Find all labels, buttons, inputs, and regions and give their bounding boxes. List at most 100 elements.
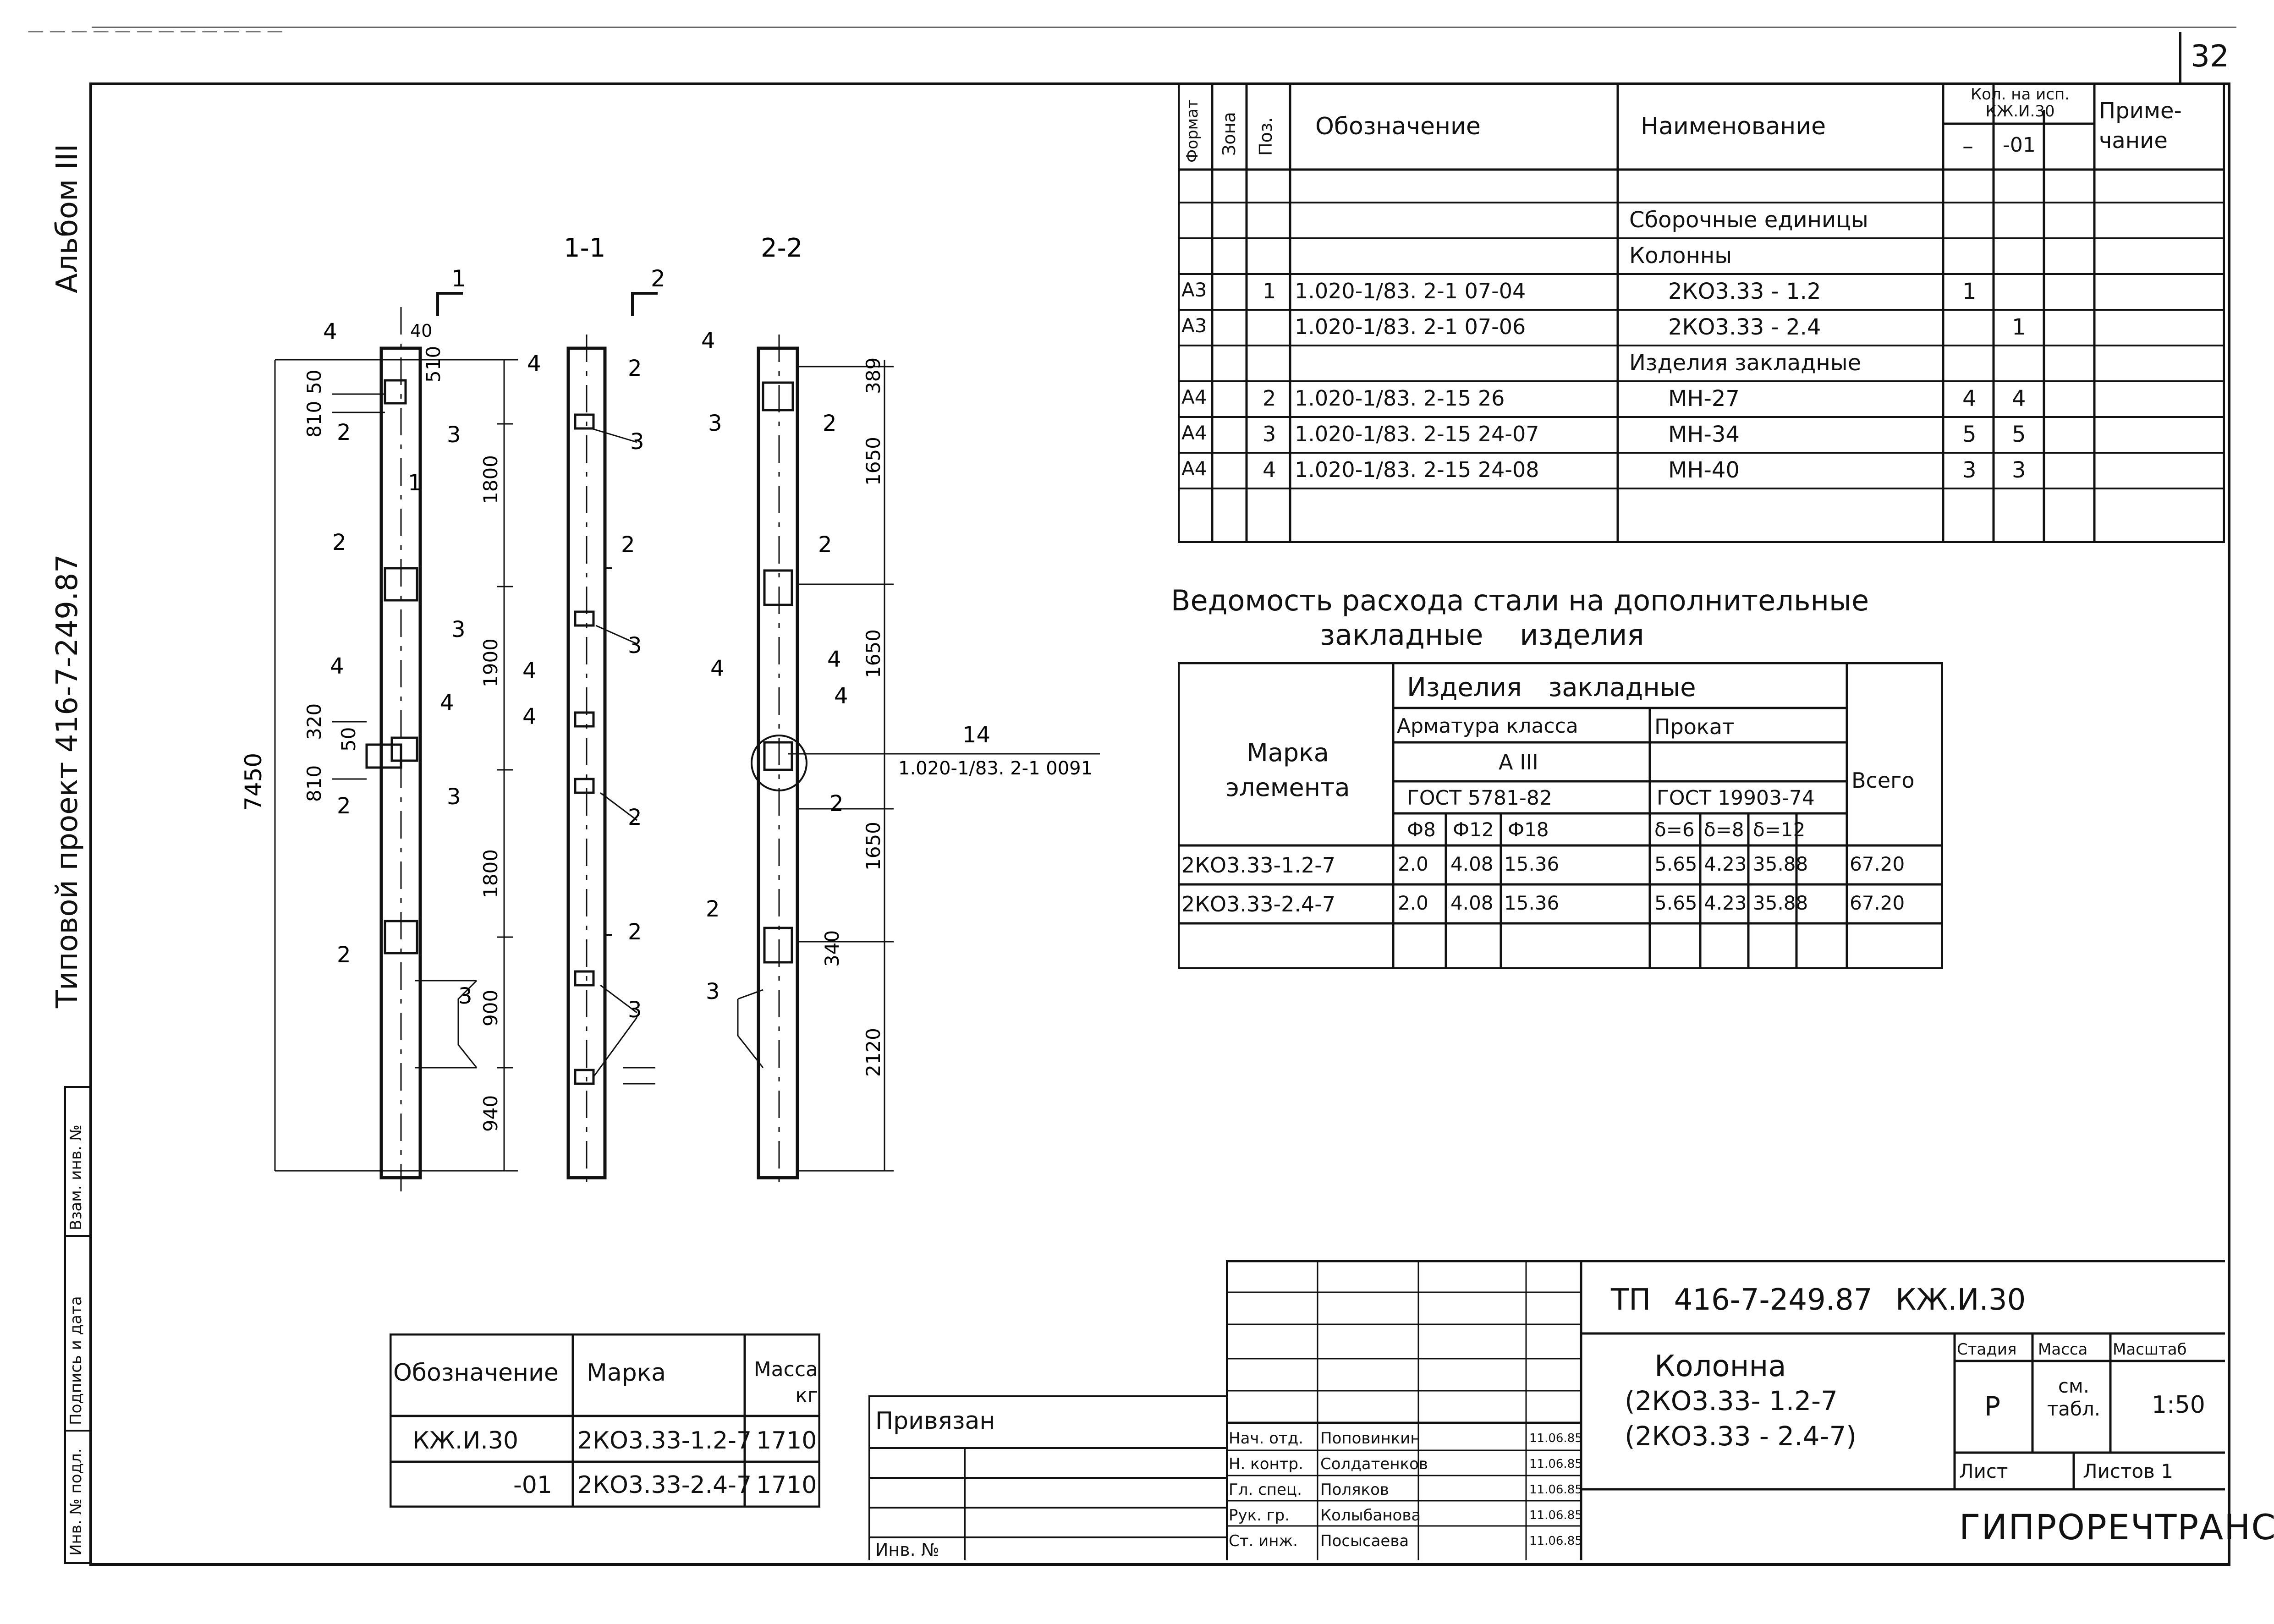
tb-person-role: Гл. спец. xyxy=(1229,1481,1302,1499)
pos-label: 2 xyxy=(628,919,642,945)
steel-cell-value: 4.23 xyxy=(1704,853,1747,875)
stamp-sign: Подпись и дата xyxy=(67,1296,85,1425)
mass-r1-designation: -01 xyxy=(513,1471,552,1499)
spec-cell-format: А3 xyxy=(1181,314,1207,337)
steel-cell-mark: 2КО3.33-1.2-7 xyxy=(1181,853,1336,878)
section-2-top: 2 xyxy=(651,265,665,292)
pos-label: 4 xyxy=(522,658,537,684)
pos-label: 3 xyxy=(447,422,461,448)
steel-sub-5: δ=12 xyxy=(1753,818,1806,841)
steel-cell-value: 4.08 xyxy=(1450,892,1494,914)
pos-label: 2 xyxy=(621,532,635,558)
column-elevation xyxy=(274,307,518,1191)
tb-person-role: Нач. отд. xyxy=(1229,1429,1304,1448)
steel-h-total: Всего xyxy=(1851,768,1915,793)
mass-r0-designation: КЖ.И.30 xyxy=(412,1427,519,1454)
top-rule xyxy=(92,27,2236,28)
steel-h-items: Изделия закладные xyxy=(1407,673,1696,702)
title-grid xyxy=(1226,1260,2225,1560)
steel-sub-0: Ф8 xyxy=(1407,818,1436,841)
spec-cell-designation: 1.020-1/83. 2-1 07-06 xyxy=(1295,314,1526,339)
pos-label: 2 xyxy=(332,530,346,555)
steel-h-rebar: Арматура класса xyxy=(1397,714,1578,738)
spec-cell-name: МН-34 xyxy=(1668,422,1740,447)
pos-label: 4 xyxy=(330,653,344,679)
bind-block: Привязан Инв. № xyxy=(868,1395,1226,1560)
dim-col1: 1800 xyxy=(479,455,502,504)
mass-r1-mass: 1710 xyxy=(756,1471,817,1499)
spec-cell-name: 2КО3.33 - 2.4 xyxy=(1668,314,1821,340)
steel-table: Марка элемента Изделия закладные Арматур… xyxy=(1178,662,1943,969)
steel-h-class: А III xyxy=(1499,750,1538,774)
steel-cell-value: 35.88 xyxy=(1753,892,1808,914)
tb-mass: см. табл. xyxy=(2047,1375,2101,1421)
steel-sub-4: δ=8 xyxy=(1704,818,1744,841)
pos-label: 4 xyxy=(527,351,541,377)
tb-code: ТП 416-7-249.87 КЖ.И.30 xyxy=(1611,1283,2026,1317)
pos-label: 2 xyxy=(628,805,642,830)
spec-cell-qty-b: 4 xyxy=(2012,386,2026,411)
mass-r0-mark: 2КО3.33-1.2-7 xyxy=(577,1427,752,1454)
steel-cell-value: 2.0 xyxy=(1398,892,1428,914)
mass-grid xyxy=(390,1333,820,1508)
steel-h-gost1: ГОСТ 5781-82 xyxy=(1407,786,1552,810)
tb-person-date: 11.06.85 xyxy=(1529,1432,1582,1445)
tb-mass-h: Масса xyxy=(2038,1340,2088,1359)
spec-cell-designation: 1.020-1/83. 2-15 24-08 xyxy=(1295,457,1539,482)
mass-table: Обозначение Марка Масса кг КЖ.И.30 2КО3.… xyxy=(390,1333,820,1508)
spec-h-format: Формат xyxy=(1183,99,1202,163)
spec-cell-name: МН-40 xyxy=(1668,457,1740,483)
section-marks xyxy=(436,292,658,316)
sheet-frame xyxy=(89,82,2230,1566)
spec-cell-qty-a: 1 xyxy=(1962,279,1977,304)
mass-h-designation: Обозначение xyxy=(393,1359,559,1387)
steel-grid xyxy=(1178,662,1943,969)
tb-person-name: Колыбанова xyxy=(1320,1506,1421,1525)
pos-label: 2 xyxy=(628,356,642,381)
view-label-1: 1-1 xyxy=(564,233,605,263)
steel-cell-value: 4.08 xyxy=(1450,853,1494,875)
column-section-2-2 xyxy=(737,335,1100,1191)
pos-label: 4 xyxy=(440,690,454,716)
dim-col1: 50 xyxy=(303,370,325,394)
steel-cell-value: 67.20 xyxy=(1850,892,1905,914)
spec-h-zone: Зона xyxy=(1219,112,1239,156)
spec-cell-qty-b: 1 xyxy=(2012,314,2026,340)
spec-h-qty-a: – xyxy=(1962,133,1973,159)
mass-r1-mark: 2КО3.33-2.4-7 xyxy=(577,1471,752,1499)
spec-h-name: Наименование xyxy=(1641,113,1826,140)
dim-col1: 900 xyxy=(479,990,502,1026)
node-ref-code: 1.020-1/83. 2-1 0091 xyxy=(898,758,1093,779)
dim-col1: 510 xyxy=(422,346,445,383)
overall-height: 7450 xyxy=(240,753,267,811)
spec-cell-name: Изделия закладные xyxy=(1629,350,1862,376)
spec-cell-pos: 2 xyxy=(1263,386,1276,411)
column-drawing: 1-1 2-2 1 1 2 2 7450 14 1.020-1/83. 2-1 … xyxy=(240,233,1100,1191)
steel-sub-2: Ф18 xyxy=(1508,818,1549,841)
spec-cell-qty-b: 3 xyxy=(2012,457,2026,483)
steel-cell-value: 5.65 xyxy=(1654,853,1697,875)
dim-col1: 320 xyxy=(303,703,325,740)
steel-cell-value: 15.36 xyxy=(1504,892,1560,914)
tb-scale-h: Масштаб xyxy=(2113,1340,2187,1359)
section-1-top: 1 xyxy=(451,265,466,292)
spec-h-designation: Обозначение xyxy=(1315,113,1481,140)
spec-cell-qty-a: 5 xyxy=(1962,422,1977,447)
dim-col1: 1900 xyxy=(479,638,502,687)
dim-col1: 50 xyxy=(337,727,360,752)
dim-col1: 1800 xyxy=(479,849,502,898)
node-ref-num: 14 xyxy=(962,722,990,748)
bind-inv: Инв. № xyxy=(875,1540,939,1560)
pos-label: 3 xyxy=(628,633,642,658)
tb-person-role: Ст. инж. xyxy=(1229,1532,1298,1550)
tb-person-date: 11.06.85 xyxy=(1529,1457,1582,1471)
steel-h-mark: Марка элемента xyxy=(1225,738,1350,802)
spec-h-pos: Поз. xyxy=(1256,117,1276,156)
tb-name-3: (2КО3.33 - 2.4-7) xyxy=(1625,1421,1857,1452)
steel-h-gost2: ГОСТ 19903-74 xyxy=(1657,786,1815,810)
spec-cell-name: Колонны xyxy=(1629,243,1732,269)
pos-label: 3 xyxy=(630,429,644,455)
dim-col1: 810 xyxy=(303,401,325,438)
left-stamp xyxy=(64,1086,91,1564)
